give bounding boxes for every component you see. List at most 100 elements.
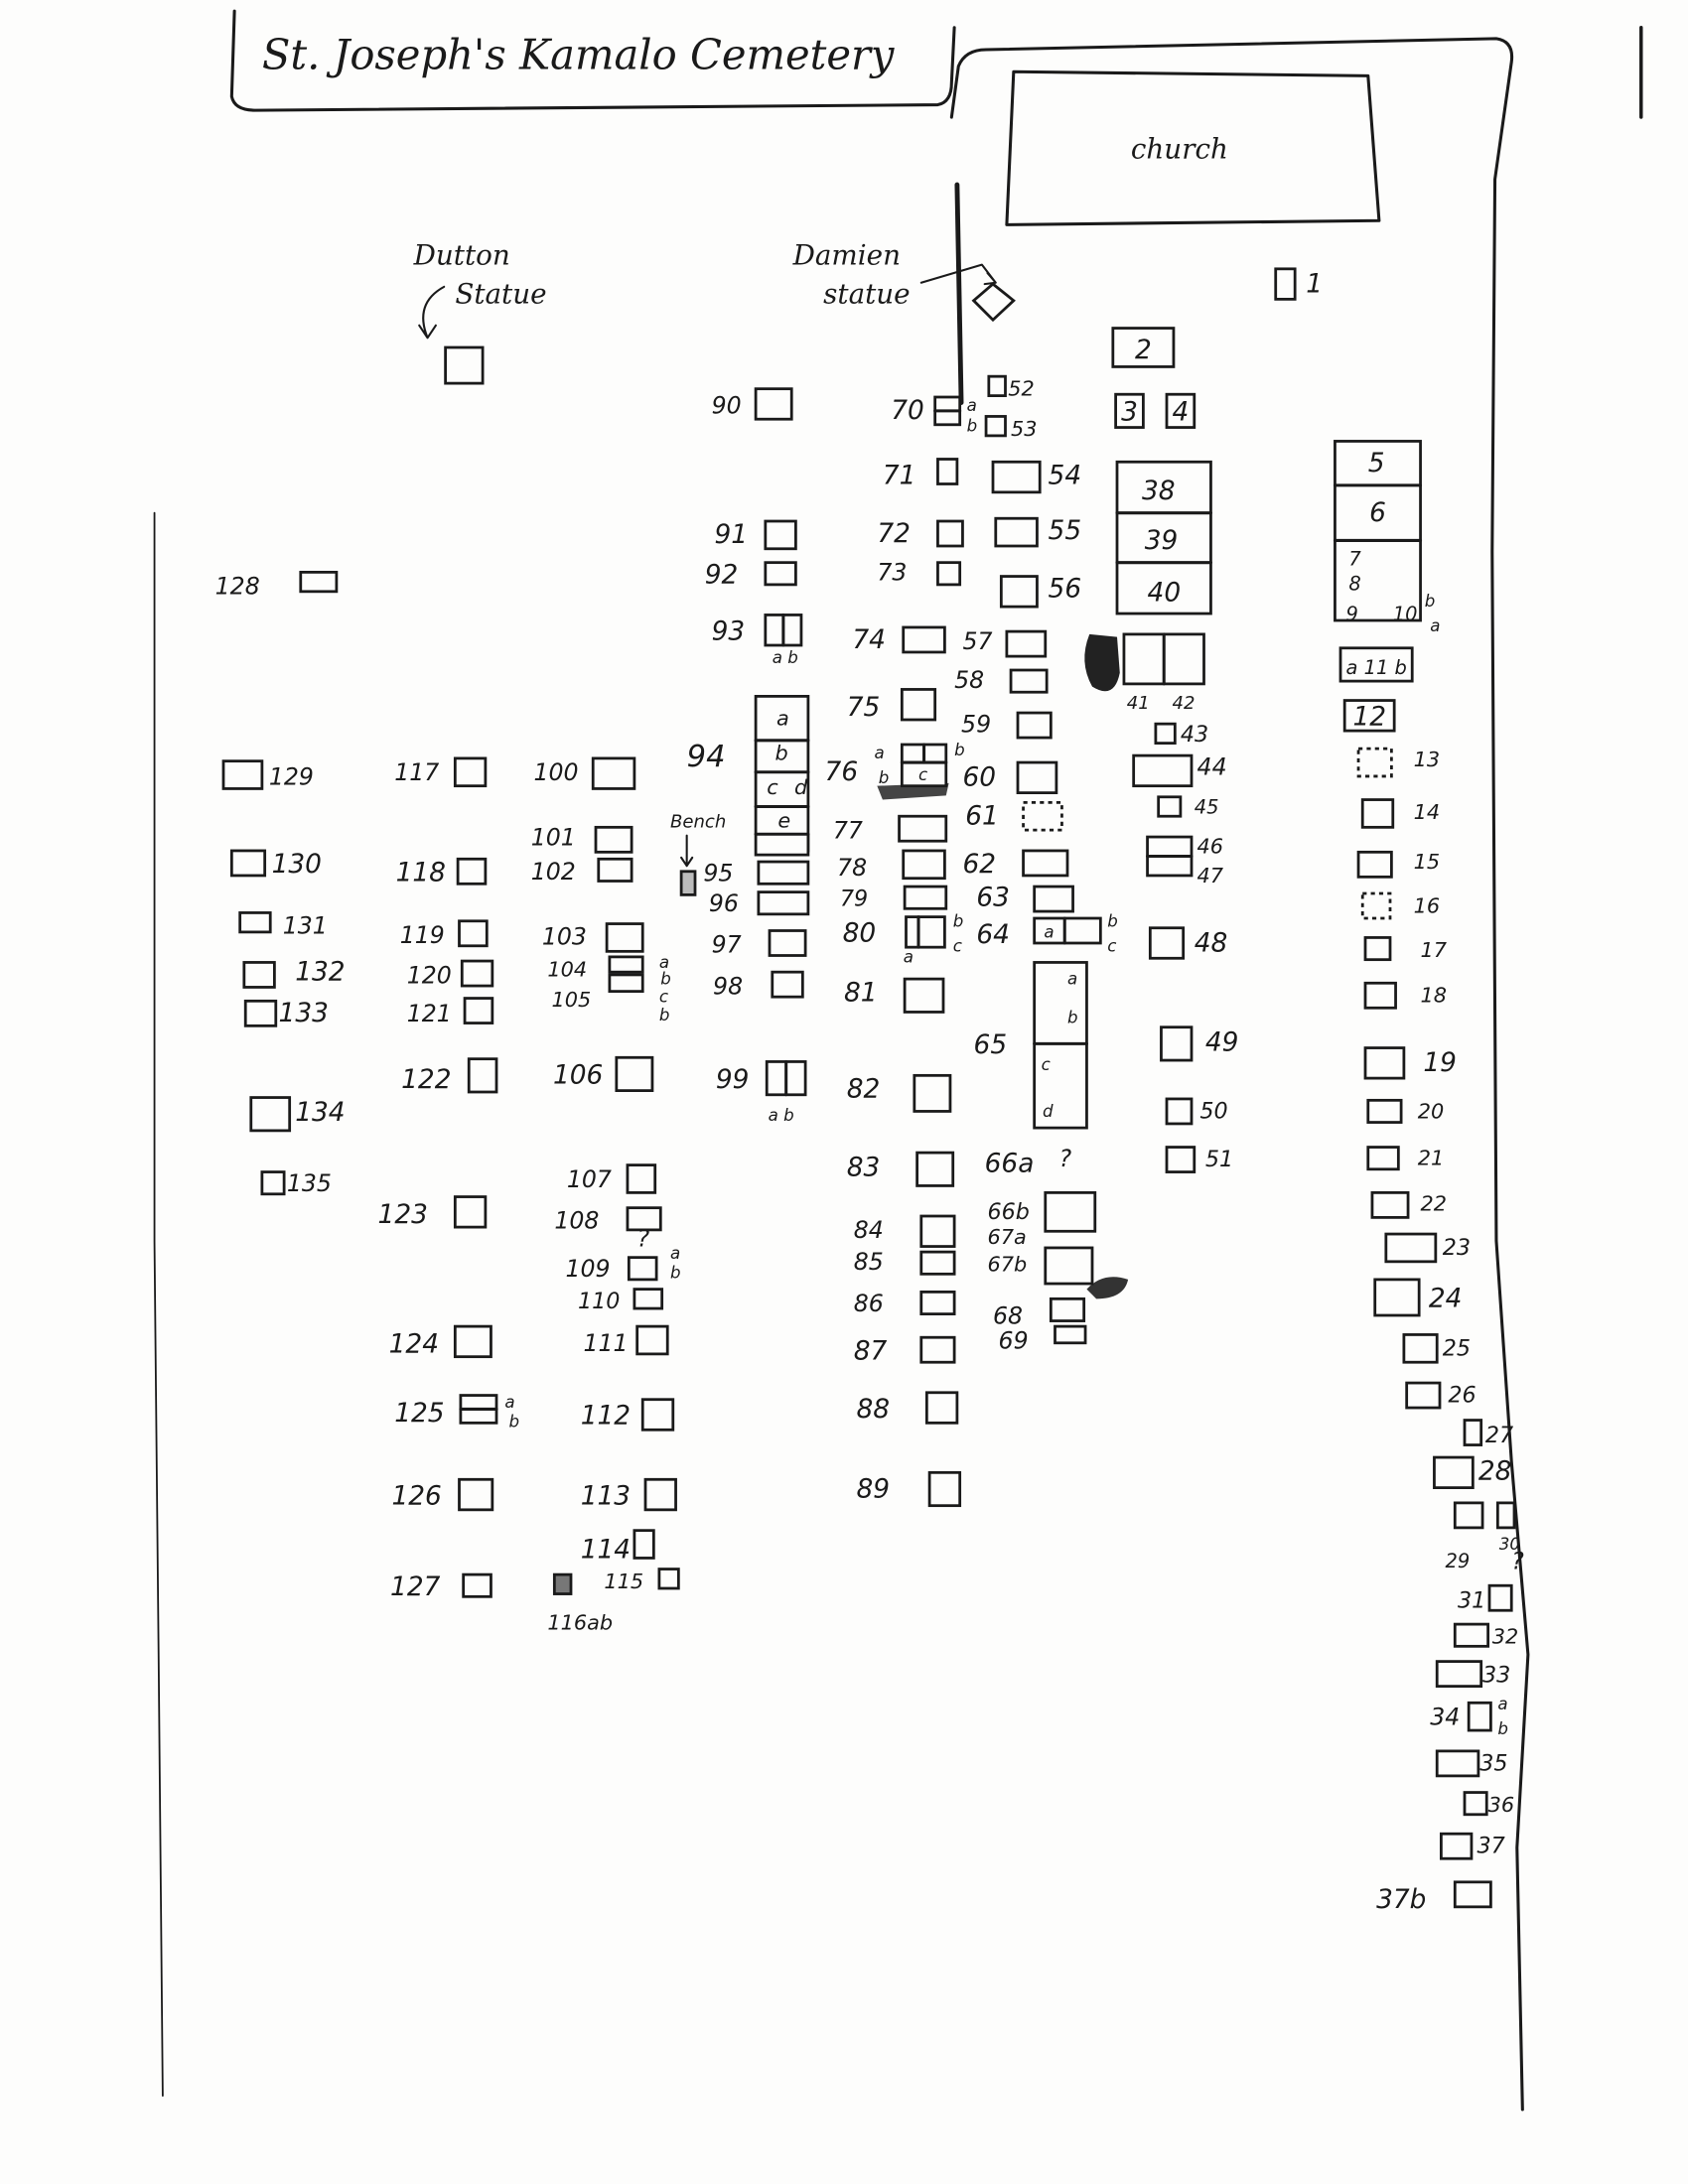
plot-110: 110	[578, 1288, 664, 1314]
grave-marker	[1165, 1146, 1196, 1173]
bench-label: Bench	[670, 811, 726, 832]
plot-label: 8	[1348, 572, 1360, 595]
plot-60: 60	[962, 760, 1058, 794]
plot-18: 18	[1363, 981, 1447, 1010]
plot-90: 90	[712, 387, 793, 421]
plot-label: 100	[534, 758, 579, 786]
grave-marker	[1363, 1046, 1406, 1080]
plot-85: 85	[854, 1248, 956, 1276]
grave-marker	[1363, 936, 1392, 962]
fence-line	[954, 182, 964, 405]
plot-label: 29	[1446, 1550, 1471, 1572]
plot-label: 43	[1181, 722, 1208, 748]
grave-marker	[999, 575, 1039, 609]
plot-133: 133	[243, 999, 329, 1028]
plot-label: 16	[1414, 893, 1441, 917]
plot-label: 116ab	[547, 1611, 613, 1635]
grave-marker	[1148, 926, 1186, 960]
plot-label: 58	[954, 666, 984, 694]
plot-118: 118	[396, 857, 488, 888]
grave-marker	[1111, 327, 1176, 368]
grave-marker	[640, 1398, 675, 1432]
plot-75: 75	[847, 688, 937, 723]
plot-26: 26	[1405, 1381, 1477, 1410]
plot-label: 37b	[1376, 1885, 1426, 1915]
plot-40: 40	[1148, 579, 1182, 609]
plot-120: 120	[407, 959, 494, 989]
grave-marker	[1022, 849, 1069, 878]
plot-109: 109?ab	[565, 1225, 680, 1284]
grave-marker	[1467, 1701, 1492, 1732]
plot-100: 100	[534, 756, 636, 790]
plot-sub-label: b	[1107, 911, 1118, 930]
plot-51: 51	[1165, 1146, 1233, 1173]
plot-label: 92	[705, 561, 739, 591]
plot-label: 84	[854, 1216, 884, 1244]
plot-label: 62	[962, 850, 996, 880]
plot-label: 115	[604, 1570, 643, 1593]
grave-marker	[919, 1214, 956, 1248]
plot-label: 130	[272, 850, 322, 880]
plot-label: 63	[976, 884, 1010, 913]
grave-marker	[249, 1096, 292, 1133]
plot-label: 5	[1368, 449, 1385, 478]
grave-marker	[936, 561, 962, 587]
plot-sub-label: c	[918, 765, 927, 784]
plot-label: 117	[394, 758, 439, 786]
plot-label: 72	[877, 519, 911, 549]
grave-marker	[1033, 885, 1074, 913]
dutton-statue	[444, 345, 485, 385]
plot-sub-label: a	[904, 947, 914, 966]
plot-label: 44	[1197, 753, 1227, 781]
grave-marker	[1360, 891, 1392, 920]
plot-label: 10	[1393, 603, 1418, 625]
grave-marker	[902, 625, 946, 654]
plot-20: 20	[1366, 1098, 1444, 1124]
plot-84: 84	[854, 1214, 956, 1248]
plot-label: 123	[378, 1200, 428, 1230]
grave-marker	[594, 825, 633, 854]
plot-116ab: 116ab	[547, 1572, 613, 1635]
plot-label: 73	[877, 559, 907, 587]
plot-label: 31	[1458, 1587, 1485, 1613]
plot-131: 131	[238, 911, 328, 939]
plot-sub-label: a b	[769, 1106, 794, 1125]
plot-sub-label: c	[1107, 936, 1116, 955]
grave-marker	[242, 961, 276, 989]
left-margin-line	[153, 511, 164, 2098]
plot-label: 67a	[987, 1225, 1026, 1249]
plot-label: 26	[1448, 1383, 1476, 1409]
plot-63: 63	[976, 884, 1074, 913]
plot-label: 133	[279, 999, 329, 1028]
plot-label: 12	[1353, 703, 1387, 733]
plot-1: 1	[1274, 267, 1323, 301]
plot-134: 134	[249, 1096, 346, 1133]
plot-label: 76	[825, 757, 859, 787]
plot-121: 121	[407, 997, 494, 1027]
plot-label: 49	[1205, 1027, 1239, 1057]
grave-marker	[1044, 1191, 1097, 1233]
grave-marker	[987, 374, 1007, 397]
grave-marker	[1439, 1832, 1474, 1860]
grave-marker	[608, 955, 644, 974]
plot-label: 114	[581, 1535, 631, 1565]
grave-marker	[1384, 1232, 1438, 1264]
grave-marker	[453, 1195, 488, 1229]
plot-66b: 66b	[987, 1191, 1097, 1233]
plot-83: 83	[847, 1151, 955, 1187]
plot-32: 32	[1453, 1622, 1518, 1649]
grave-marker	[627, 1256, 658, 1282]
plot-label: 109	[565, 1255, 610, 1283]
grave-marker	[1338, 646, 1414, 683]
plot-97: 97	[712, 929, 807, 959]
plot-label: 112	[581, 1402, 631, 1432]
grave-marker	[643, 1477, 677, 1512]
plot-sub-label: b	[670, 1264, 681, 1283]
grave-marker	[1463, 1791, 1488, 1817]
plot-42: 42	[1173, 693, 1196, 714]
plot-108: 108	[554, 1206, 662, 1235]
